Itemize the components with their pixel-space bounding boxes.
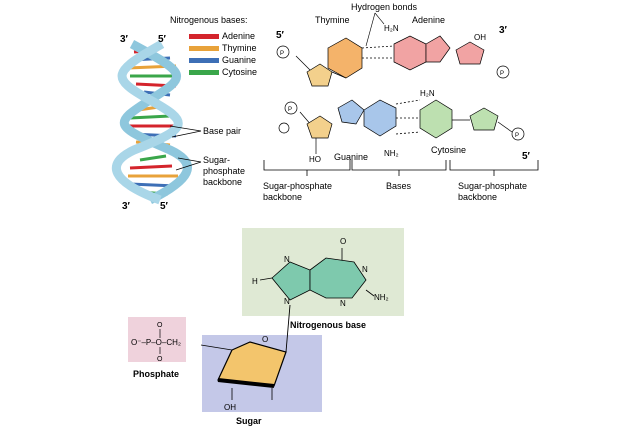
legend-label: Cytosine <box>222 67 257 77</box>
base-n1: N <box>284 255 290 264</box>
oh-label: OH <box>474 33 486 42</box>
sugar-right-bottom <box>469 107 499 131</box>
base-pair-structure: Hydrogen bonds Thymine Adenine 5′ 3′ P P… <box>276 2 531 164</box>
cytosine-label: Cytosine <box>431 145 466 155</box>
svg-text:P: P <box>288 107 292 113</box>
base-h: H <box>252 277 258 286</box>
nucleotide-diagram: O⁻–P–O–CH₂ O O Phosphate O OH Sugar H N … <box>128 228 404 426</box>
base-n4: N <box>340 299 346 308</box>
adenine-imidazole <box>425 35 451 63</box>
cytosine-ring <box>419 99 453 139</box>
legend-label: Guanine <box>222 55 256 65</box>
bracket-left-line2: backbone <box>263 192 302 202</box>
sugar-right-top <box>455 41 485 65</box>
double-helix: 3′ 5′ 3′ 5′ <box>111 34 192 212</box>
region-brackets <box>263 160 539 176</box>
legend-title: Nitrogenous bases: <box>170 15 248 25</box>
base-legend: Nitrogenous bases: Adenine Thymine Guani… <box>170 15 257 77</box>
callout-backbone-line2: phosphate <box>203 166 245 176</box>
legend-label: Thymine <box>222 43 257 53</box>
adenine-ring <box>393 35 427 71</box>
phosphate-o-bottom: O <box>157 356 163 363</box>
bracket-right-line2: backbone <box>458 192 497 202</box>
base-pyrimidine-ring <box>309 257 367 299</box>
guanine-label: Guanine <box>334 152 368 162</box>
base-label: Nitrogenous base <box>290 320 366 330</box>
sugar-label: Sugar <box>236 416 262 426</box>
ho-label: HO <box>309 155 321 164</box>
phosphate-formula: O⁻–P–O–CH₂ <box>131 338 181 347</box>
base-n2: N <box>284 297 290 306</box>
bracket-left-line1: Sugar-phosphate <box>263 181 332 191</box>
legend-item-guanine: Guanine <box>189 55 256 65</box>
hydrogen-bonds-label: Hydrogen bonds <box>351 2 418 12</box>
end-5-bottom: 5′ <box>522 151 531 162</box>
base-n3: N <box>362 265 368 274</box>
legend-swatch <box>189 46 219 51</box>
guanine-ring <box>363 99 397 137</box>
bracket-middle: Bases <box>386 181 412 191</box>
backbone-strand-a <box>119 40 192 205</box>
sugar-ring-o: O <box>262 335 268 344</box>
helix-end-bottom-left: 3′ <box>122 201 131 212</box>
legend-item-thymine: Thymine <box>189 43 257 53</box>
phosphate-o-top: O <box>157 322 163 329</box>
callout-base-pair: Base pair <box>203 126 241 136</box>
sugar-oh: OH <box>224 403 236 412</box>
phosphate-label: Phosphate <box>133 369 179 379</box>
bracket-right-line1: Sugar-phosphate <box>458 181 527 191</box>
legend-label: Adenine <box>222 31 255 41</box>
legend-swatch <box>189 58 219 63</box>
base-o: O <box>340 237 346 246</box>
h2n-adenine: H₂N <box>384 24 399 33</box>
thymine-label: Thymine <box>315 15 350 25</box>
legend-item-adenine: Adenine <box>189 31 255 41</box>
helix-end-top-right: 5′ <box>158 34 167 45</box>
sugar-left-bottom <box>306 115 333 139</box>
backbone-strand-b <box>111 40 183 205</box>
guanine-imidazole <box>337 99 365 125</box>
sugar-left-top <box>306 63 333 87</box>
sugar-ring <box>217 341 287 387</box>
callout-backbone-line3: backbone <box>203 177 242 187</box>
end-5-top: 5′ <box>276 30 285 41</box>
adenine-label: Adenine <box>412 15 445 25</box>
svg-text:P: P <box>515 133 519 139</box>
h2n-cytosine: H₂N <box>420 89 435 98</box>
legend-swatch <box>189 34 219 39</box>
phosphate-box <box>128 317 186 362</box>
callout-backbone-line1: Sugar- <box>203 155 230 165</box>
nh2-guanine: NH₂ <box>384 149 399 158</box>
helix-end-top-left: 3′ <box>120 34 129 45</box>
base-nh2: NH₂ <box>374 293 389 302</box>
legend-item-cytosine: Cytosine <box>189 67 257 77</box>
thymine-ring <box>327 37 363 79</box>
svg-text:P: P <box>500 71 504 77</box>
helix-end-bottom-right: 5′ <box>160 201 169 212</box>
helix-callouts: Base pair Sugar- phosphate backbone <box>169 125 245 187</box>
svg-text:P: P <box>280 51 284 57</box>
end-3-top: 3′ <box>499 25 508 36</box>
legend-swatch <box>189 70 219 75</box>
